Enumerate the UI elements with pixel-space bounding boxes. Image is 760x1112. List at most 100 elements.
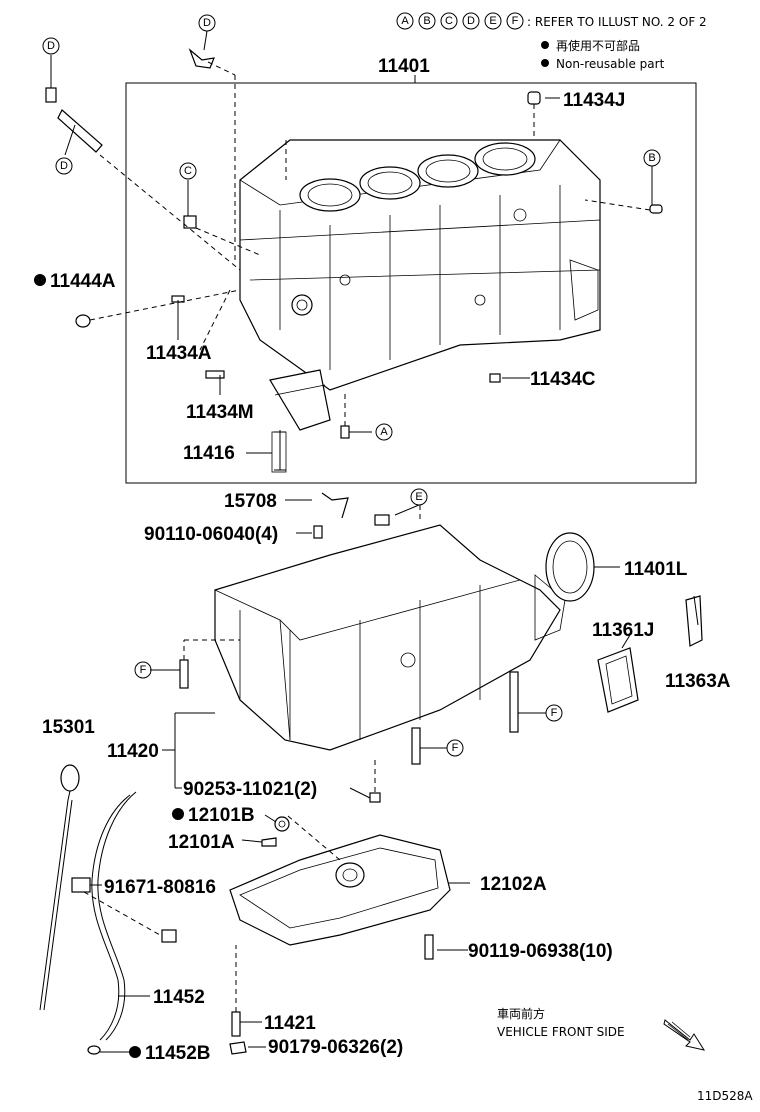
legend-letter-e: E [484, 12, 502, 30]
svg-text:D: D [203, 17, 211, 29]
middle-leader-lines [150, 499, 699, 799]
svg-text:C: C [184, 165, 192, 177]
label-11361j: 11361J [592, 620, 654, 641]
part-11421-stud [231, 1011, 241, 1037]
label-90110: 90110-06040(4) [144, 524, 278, 545]
part-guide-bracket [71, 877, 91, 893]
part-11434c-pin [489, 373, 501, 383]
part-90179-nut [229, 1041, 247, 1055]
label-90179: 90179-06326(2) [268, 1037, 403, 1058]
illust-id: 11D528A [697, 1089, 753, 1103]
label-90253: 90253-11021(2) [183, 779, 317, 800]
part-91671-bolt [161, 929, 177, 943]
label-11434a: 11434A [146, 343, 212, 364]
vehicle-front-jp: 車両前方 [497, 1006, 545, 1021]
callout-b: B [643, 149, 661, 167]
part-a-pin [340, 425, 350, 439]
callout-c: C [179, 162, 197, 180]
part-f-bolt-3 [411, 727, 421, 765]
front-arrow-icon [663, 1019, 706, 1051]
callout-a: A [375, 423, 393, 441]
part-15301-dipstick-handle [60, 764, 80, 792]
part-11416-bolt [274, 430, 286, 471]
legend-letter-d: D [462, 12, 480, 30]
part-f-bolt-2 [509, 671, 519, 733]
svg-text:E: E [489, 15, 496, 27]
svg-text:D: D [60, 160, 68, 172]
label-12101b: 12101B [188, 805, 255, 826]
label-15301: 15301 [42, 717, 95, 738]
part-11452b-oring [87, 1045, 101, 1055]
svg-text:B: B [648, 152, 655, 164]
svg-text:F: F [140, 664, 147, 676]
part-b-pin [649, 204, 663, 214]
part-90253-plug [369, 792, 381, 803]
upper-small-parts [45, 48, 663, 473]
svg-text:C: C [445, 15, 453, 27]
part-15708-sensor [321, 492, 349, 519]
callout-f-mid: F [446, 739, 464, 757]
part-15301-dipstick [39, 790, 73, 1011]
vehicle-front-en: VEHICLE FRONT SIDE [497, 1025, 625, 1039]
part-11452-guide-tube [91, 794, 131, 1041]
label-12101a: 12101A [168, 832, 235, 853]
part-90110-bolt [313, 525, 323, 539]
part-11361j-gasket [597, 647, 639, 713]
label-11416: 11416 [183, 443, 235, 464]
nonreusable-jp: 再使用不可部品 [556, 38, 640, 53]
svg-text:F: F [512, 15, 519, 27]
nonreusable-bullet-icon [541, 41, 549, 49]
legend-letter-b: B [418, 12, 436, 30]
part-c-plug [183, 215, 197, 229]
header-legend: A B C D E F : REFER TO ILLUST NO. 2 OF 2… [396, 12, 707, 71]
nonreusable-en: Non-reusable part [556, 57, 665, 71]
lower-leader-lines [83, 814, 470, 1053]
cylinder-block-frame [125, 82, 697, 484]
nonreusable-11444a-icon [34, 274, 46, 286]
label-11452b: 11452B [145, 1043, 211, 1064]
part-d-sensor-top [188, 48, 215, 69]
nonreusable-bullet-icon-2 [541, 59, 549, 67]
part-11434j-pin [527, 91, 541, 105]
part-12102a-oil-pan [229, 834, 451, 946]
part-d-sensor [57, 109, 103, 153]
label-11401: 11401 [378, 56, 430, 77]
refer-text: : REFER TO ILLUST NO. 2 OF 2 [527, 15, 707, 29]
label-11434j: 11434J [563, 90, 625, 111]
callout-f-left: F [134, 661, 152, 679]
svg-text:B: B [423, 15, 430, 27]
part-e-bolt [374, 514, 390, 526]
nonreusable-12101b-icon [172, 808, 184, 820]
callout-d-left: D [42, 37, 60, 55]
part-f-bolt-1 [179, 659, 189, 689]
label-11444a: 11444A [50, 271, 116, 292]
part-90119-bolt [424, 934, 434, 960]
callout-e: E [410, 488, 428, 506]
cylinder-block-drawing [239, 139, 601, 431]
part-11444a-plug [75, 314, 91, 328]
label-12102a: 12102A [480, 874, 547, 895]
part-d-plug [45, 87, 57, 103]
svg-text:D: D [467, 15, 475, 27]
part-11434m-pin [205, 370, 225, 379]
svg-text:E: E [415, 491, 422, 503]
svg-text:F: F [452, 742, 459, 754]
label-15708: 15708 [224, 491, 277, 512]
nonreusable-11452b-icon [129, 1046, 141, 1058]
legend-letter-c: C [440, 12, 458, 30]
part-12101a-plug [261, 837, 277, 847]
svg-text:A: A [401, 15, 409, 27]
crankcase-drawing [179, 492, 703, 803]
callout-d-top: D [198, 14, 216, 32]
label-91671: 91671-80816 [104, 877, 216, 898]
label-11434m: 11434M [186, 402, 254, 423]
part-12101b-gasket [274, 816, 290, 832]
legend-letter-f: F [506, 12, 524, 30]
callout-d-lower: D [55, 157, 73, 175]
callout-f-right: F [545, 704, 563, 722]
label-11420: 11420 [107, 741, 159, 762]
label-11434c: 11434C [530, 369, 596, 390]
label-11401l: 11401L [624, 559, 688, 580]
legend-letter-a: A [396, 12, 414, 30]
upper-leader-lines [50, 55, 653, 433]
